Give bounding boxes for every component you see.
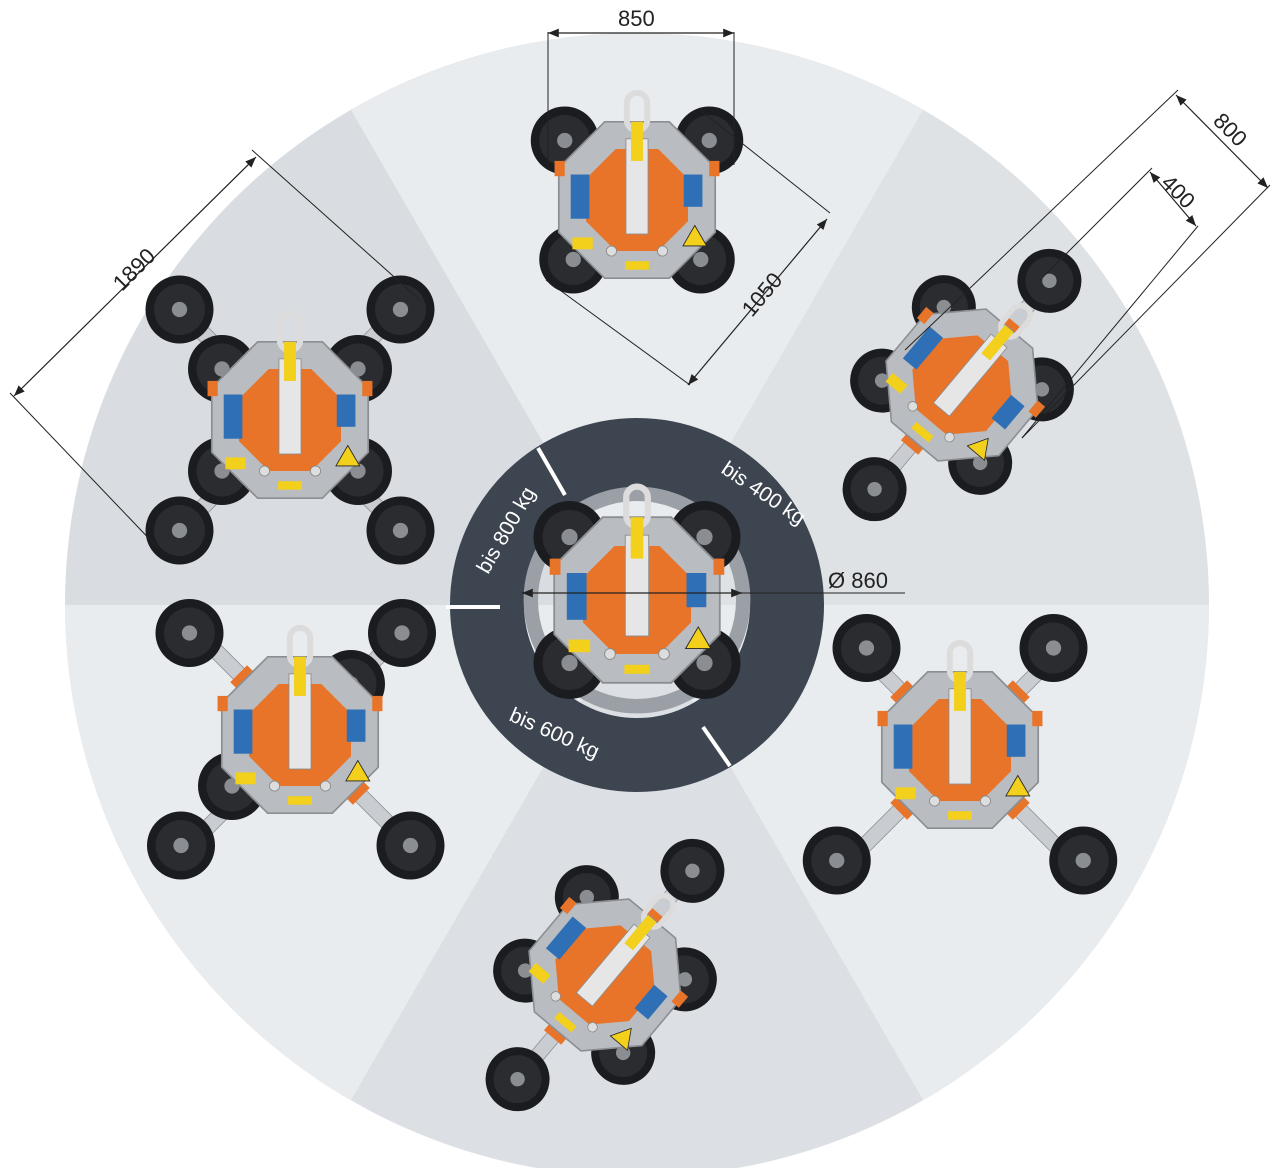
dimension-diameter: Ø 860	[522, 568, 905, 598]
dimension-1890-label: 1890	[108, 243, 160, 295]
lifter-top-compact	[530, 93, 744, 294]
dimension-400-label: 400	[1156, 170, 1200, 214]
lifter-center-unit	[523, 487, 751, 714]
dimension-850-label: 850	[618, 6, 655, 31]
dimension-diameter-label: Ø 860	[828, 568, 888, 593]
load-ring	[446, 418, 824, 792]
dimension-800-label: 800	[1208, 108, 1252, 152]
dimension-850: 850	[547, 6, 735, 165]
